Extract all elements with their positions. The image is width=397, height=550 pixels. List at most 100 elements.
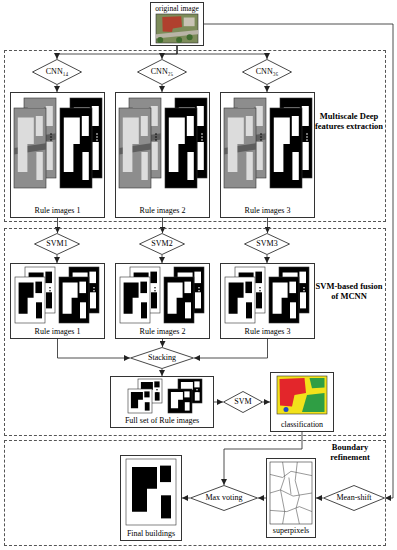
- node-label: Max voting: [205, 493, 242, 502]
- flow-arrow: [57, 218, 58, 233]
- svm-diamond: SVM2: [139, 233, 185, 255]
- flow-arrow: [162, 339, 163, 347]
- node-label: Rule images 3: [245, 327, 291, 336]
- superpixel-box: superpixels: [266, 458, 316, 538]
- node-label: CNN₂₅: [151, 67, 173, 76]
- classification-map: [277, 376, 327, 414]
- svm-diamond: SVM3: [244, 233, 290, 255]
- rule-images-box: Rule images 3: [220, 92, 315, 218]
- node-label: SVM3: [256, 239, 277, 248]
- image-stack: [270, 98, 312, 188]
- stage-region: SVM-based fusion of MCNN SVM1 SVM2 SVM3Rule…: [4, 228, 386, 436]
- node-label: Mean-shift: [336, 493, 371, 502]
- flow-arrow: [214, 402, 223, 403]
- flow-arrow: [204, 24, 393, 498]
- cnn-diamond: CNN₁₄: [32, 59, 82, 85]
- image-stack: [164, 267, 204, 323]
- node-label: Rule images 2: [140, 206, 186, 215]
- building-mask: [126, 459, 176, 525]
- image-stack: [120, 267, 160, 323]
- image-stack: [128, 379, 162, 413]
- flow-arrow: [57, 85, 58, 92]
- node-label: Stacking: [148, 353, 176, 362]
- image-stack: [60, 98, 102, 188]
- flow-arrow: [267, 218, 268, 233]
- superpixel-map: [270, 462, 312, 524]
- image-stack: [269, 267, 309, 323]
- image-stack: [225, 267, 265, 323]
- region-label: SVM-based fusion of MCNN: [314, 282, 384, 302]
- diamond-shape: [140, 234, 185, 255]
- aerial-photo: [156, 14, 198, 43]
- flow-arrow: [267, 85, 268, 92]
- diamond-shape: [224, 392, 263, 413]
- node-label: Final buildings: [127, 529, 175, 538]
- node-label: Rule images 3: [245, 206, 291, 215]
- flow-arrow: [182, 498, 190, 499]
- flow-arrow: [177, 46, 267, 59]
- meanshift-diamond: Mean-shift: [323, 485, 385, 511]
- rule-images-box: Rule images 1: [10, 263, 105, 339]
- flow-arrow: [258, 498, 266, 499]
- node-label: Rule images 1: [35, 327, 81, 336]
- flow-arrow: [162, 218, 163, 233]
- stage-region: Multiscale Deep features extraction CNN₁₄…: [4, 50, 386, 222]
- node-label: original image: [155, 5, 199, 14]
- rule-images-box: Rule images 3: [220, 263, 315, 339]
- flow-arrow: [316, 498, 323, 499]
- flow-arrow: [267, 255, 268, 263]
- full-set-box: Full set of Rule images: [110, 376, 214, 428]
- image-stack: [168, 379, 202, 413]
- image-stack: [59, 267, 99, 323]
- diamond-shape: [131, 348, 194, 369]
- image-stack: [14, 98, 56, 188]
- region-label: Multiscale Deep features extraction: [314, 112, 384, 132]
- node-label: Full set of Rule images: [125, 416, 199, 425]
- flow-arrow: [57, 255, 58, 263]
- flow-arrow: [58, 339, 131, 358]
- diamond-shape: [138, 60, 187, 85]
- diamond-shape: [245, 234, 290, 255]
- diamond-shape: [324, 486, 385, 511]
- image-stack: [165, 98, 207, 188]
- image-stack: [224, 98, 266, 188]
- classification-box: classification: [270, 372, 334, 432]
- diamond-shape: [243, 60, 292, 85]
- rule-images-box: Rule images 2: [115, 92, 210, 218]
- node-label: superpixels: [273, 526, 309, 535]
- region-label: Boundary refinement: [316, 443, 384, 463]
- diamond-shape: [33, 60, 82, 85]
- flow-arrow: [263, 402, 270, 403]
- diamond-shape: [191, 486, 258, 511]
- node-label: Rule images 1: [35, 206, 81, 215]
- voting-diamond: Max voting: [190, 485, 258, 511]
- svm-diamond: SVM: [223, 391, 263, 413]
- flow-arrow: [194, 339, 268, 358]
- node-label: classification: [281, 420, 323, 429]
- stacking-diamond: Stacking: [130, 347, 194, 369]
- flow-arrow: [57, 46, 177, 59]
- input-image-box: original image: [150, 2, 204, 46]
- node-label: SVM1: [46, 239, 67, 248]
- stage-region: Boundary refinementFinal buildings Max vo…: [4, 440, 386, 546]
- cnn-diamond: CNN₃₆: [242, 59, 292, 85]
- cnn-diamond: CNN₂₅: [137, 59, 187, 85]
- node-label: SVM2: [151, 239, 172, 248]
- result-box: Final buildings: [120, 455, 182, 541]
- rule-images-box: Rule images 1: [10, 92, 105, 218]
- node-label: SVM: [234, 397, 251, 406]
- node-label: CNN₁₄: [46, 67, 68, 76]
- image-stack: [119, 98, 161, 188]
- svm-diamond: SVM1: [34, 233, 80, 255]
- flow-arrow: [162, 85, 163, 92]
- flow-arrow: [162, 46, 177, 59]
- node-label: CNN₃₆: [256, 67, 278, 76]
- flow-arrow: [162, 255, 163, 263]
- flow-arrow: [162, 369, 163, 376]
- rule-images-box: Rule images 2: [115, 263, 210, 339]
- diamond-shape: [35, 234, 80, 255]
- image-stack: [15, 267, 55, 323]
- node-label: Rule images 2: [140, 327, 186, 336]
